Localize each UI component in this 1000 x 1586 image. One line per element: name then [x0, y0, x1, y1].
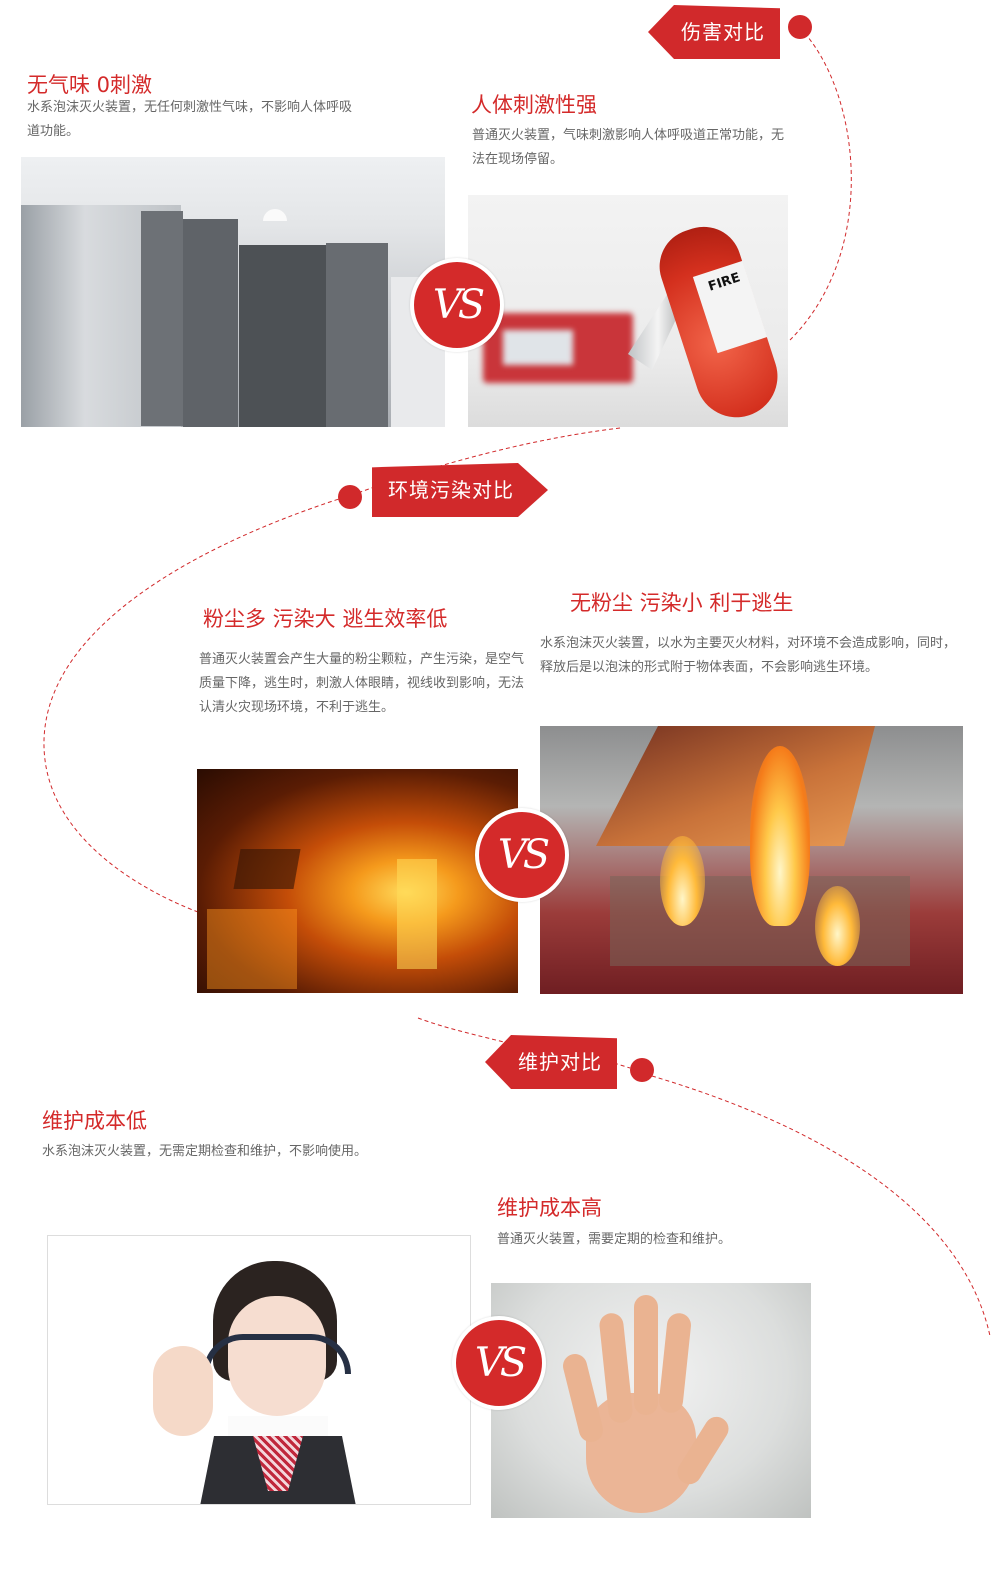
vs-badge-icon: VS	[452, 1316, 546, 1410]
timeline-dot	[338, 485, 362, 509]
vs-text: VS	[432, 282, 485, 328]
right-title: 维护成本高	[497, 1196, 602, 1220]
section-tag-maintenance: 维护对比	[485, 1035, 617, 1089]
right-title: 人体刺激性强	[471, 93, 597, 117]
electrical-cabinet-image	[21, 157, 445, 427]
vs-text: VS	[497, 832, 550, 878]
timeline-dot	[630, 1058, 654, 1082]
right-desc: 普通灭火装置，气味刺激影响人体呼吸道正常功能，无法在现场停留。	[472, 128, 785, 167]
vs-badge-icon: VS	[410, 258, 504, 352]
stop-hand-image	[491, 1283, 811, 1518]
city-fire-image	[197, 769, 518, 993]
left-desc: 普通灭火装置会产生大量的粉尘颗粒，产生污染，是空气质量下降，逃生时，刺激人体眼睛…	[199, 652, 525, 715]
section-tag-environment: 环境污染对比	[372, 463, 548, 517]
customer-service-image	[47, 1235, 471, 1505]
section-tag-label: 伤害对比	[681, 20, 765, 44]
left-desc: 水系泡沫灭火装置，无需定期检查和维护，不影响使用。	[42, 1144, 368, 1159]
left-title: 维护成本低	[42, 1109, 147, 1133]
fire-extinguisher-image: FIRE	[468, 195, 788, 427]
left-title: 粉尘多 污染大 逃生效率低	[203, 607, 448, 631]
car-engine-fire-image	[540, 726, 963, 994]
left-title: 无气味 0刺激	[27, 73, 153, 97]
left-desc: 水系泡沫灭火装置，无任何刺激性气味，不影响人体呼吸道功能。	[27, 100, 353, 139]
vs-badge-icon: VS	[475, 808, 569, 902]
section-tag-label: 维护对比	[518, 1050, 602, 1074]
section-tag-harm: 伤害对比	[648, 5, 780, 59]
right-desc: 水系泡沫灭火装置，以水为主要灭火材料，对环境不会造成影响，同时，释放后是以泡沫的…	[540, 636, 957, 675]
vs-text: VS	[474, 1340, 527, 1386]
right-desc: 普通灭火装置，需要定期的检查和维护。	[497, 1232, 732, 1247]
section-tag-label: 环境污染对比	[388, 478, 514, 502]
timeline-dot	[788, 15, 812, 39]
right-title: 无粉尘 污染小 利于逃生	[570, 591, 794, 615]
